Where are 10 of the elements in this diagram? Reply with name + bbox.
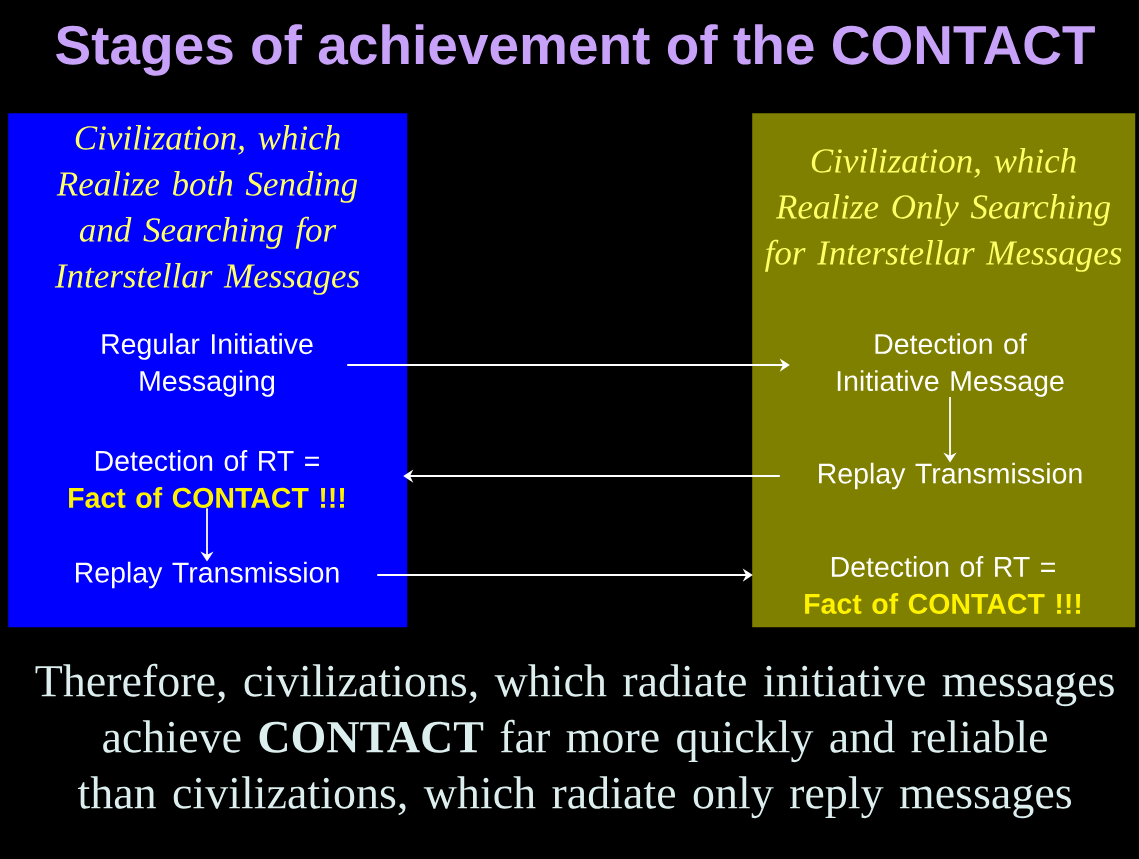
caption: Therefore, civilizations, which radiate initiative messages achieve CONTACT far more quickly and reliable than civilizations, which radiate only reply messages bbox=[35, 663, 1114, 819]
title: Stages of achievement of the CONTACT bbox=[56, 24, 1095, 76]
stage-text: Replay Transmission bbox=[76, 561, 339, 589]
stage-text: Detection of RT = Fact of CONTACT !!! bbox=[69, 450, 345, 508]
panel-heading: Civilization, which Realize both Sending and Searching for Interstellar Messages bbox=[54, 125, 360, 295]
panel-heading: Civilization, which Realize Only Searching for Interstellar Messages bbox=[765, 148, 1122, 272]
stage-text: Detection of Initiative Message bbox=[837, 333, 1064, 397]
stage-text: Replay Transmission bbox=[819, 462, 1082, 490]
stage-text: Regular Initiative Messaging bbox=[102, 333, 313, 397]
stage-text: Detection of RT = Fact of CONTACT !!! bbox=[805, 556, 1081, 614]
